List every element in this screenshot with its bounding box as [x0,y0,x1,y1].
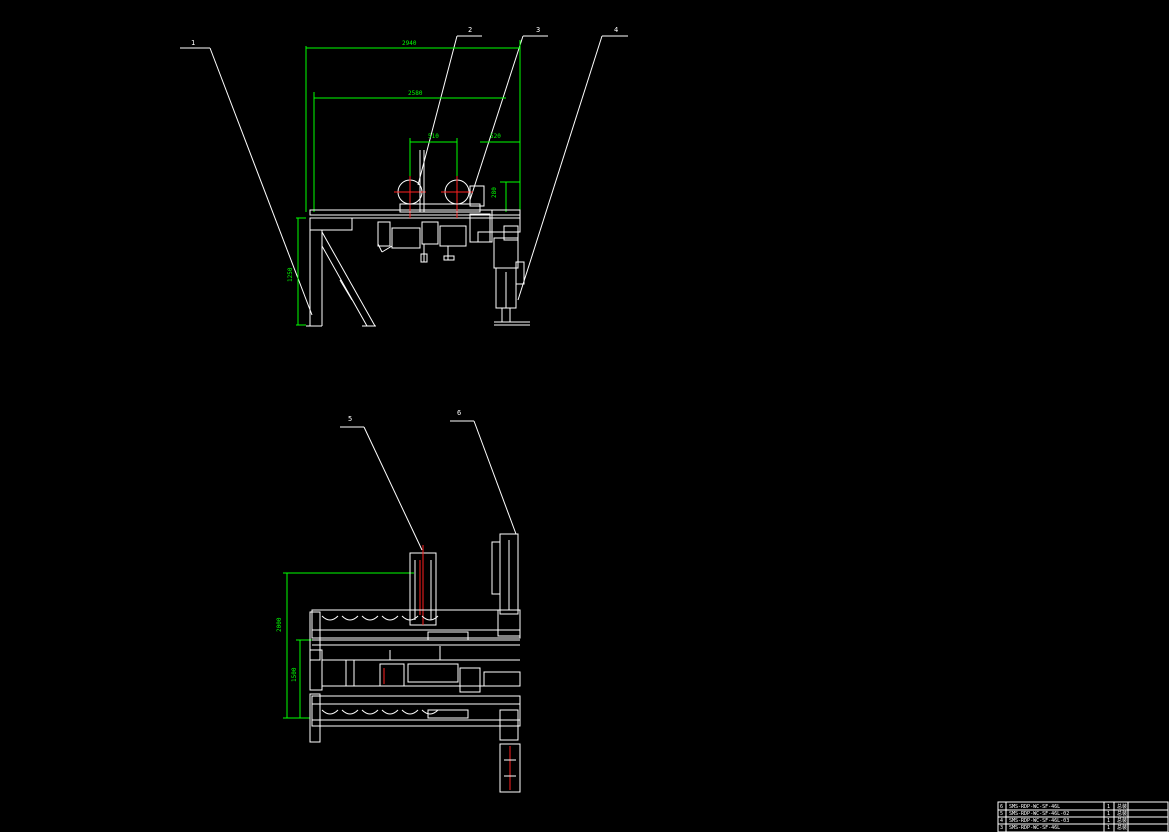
tb-row2-note: 总装 [1117,810,1127,817]
vertical-drive [491,533,521,793]
middle-drive [309,646,521,693]
dim-table-height: 1250 [287,267,294,282]
tb-row3-name: SMS-RDP-WC-SF-46L-03 [1009,818,1069,824]
dimension-lines-plan [283,572,414,719]
callout-labels-plan: 5 6 [348,409,461,423]
dim-inner-width: 2580 [408,90,423,97]
dimension-texts-plan: 2000 1500 [276,617,298,682]
callout-4: 4 [614,26,618,34]
tb-row3-no: 4 [1000,818,1003,824]
dimension-texts-front: 2940 2580 510 520 280 1250 [287,40,501,282]
callout-5: 5 [348,415,352,423]
callout-6: 6 [457,409,461,417]
dim-plan-depth: 2000 [276,617,283,632]
tb-row4-name: SMS-RDP-WC-SF-46L [1009,825,1060,831]
dim-pitch-right: 520 [490,133,501,140]
front-view: 1 2 3 4 2940 2580 510 520 [180,26,628,327]
tb-row3-qty: 1 [1107,818,1110,824]
dim-pitch-left: 510 [428,133,439,140]
table-frame [306,209,521,327]
title-block: 6 SMS-RDP-WC-SF-46L 1 总装 5 SMS-RDP-WC-SF… [997,801,1169,832]
callout-2: 2 [468,26,472,34]
plan-view: 5 6 2000 1500 [276,409,521,793]
guide-post [409,545,437,626]
tb-row1-no: 6 [1000,804,1003,810]
leader-lines-plan [340,420,517,551]
tb-row1-name: SMS-RDP-WC-SF-46L [1009,804,1060,810]
lower-rail-beam [309,693,521,743]
tb-row4-qty: 1 [1107,825,1110,831]
tb-row2-no: 5 [1000,811,1003,817]
drive-cluster [377,209,521,263]
tb-row2-name: SMS-RDP-WC-SF-46L-02 [1009,811,1069,817]
callout-1: 1 [191,39,195,47]
tb-row4-no: 3 [1000,825,1003,831]
dim-plan-rail: 1500 [291,667,298,682]
dim-roller-height: 280 [491,187,498,198]
rollers [394,150,485,218]
motor-unit [493,237,530,326]
tb-row4-note: 总装 [1117,824,1127,831]
tb-row1-qty: 1 [1107,804,1110,810]
tb-row3-note: 总装 [1117,817,1127,824]
tb-row2-qty: 1 [1107,811,1110,817]
dim-overall-width: 2940 [402,40,417,47]
tb-row1-note: 总装 [1117,803,1127,810]
callout-labels-front: 1 2 3 4 [191,26,618,47]
leader-lines-front [180,35,628,316]
callout-3: 3 [536,26,540,34]
dimension-lines-front [296,40,521,326]
